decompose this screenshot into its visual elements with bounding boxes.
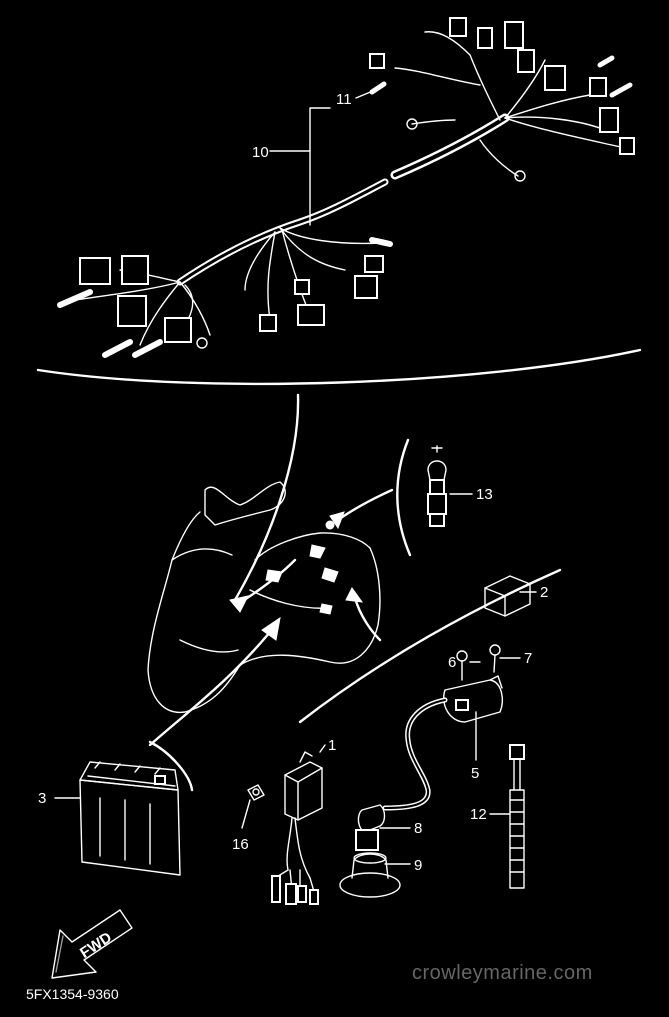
callout-2: 2 <box>540 584 548 601</box>
part-9-cover <box>339 852 401 898</box>
callout-5: 5 <box>471 765 479 782</box>
callout-12: 12 <box>470 806 487 823</box>
callout-11: 11 <box>336 91 352 108</box>
callout-13: 13 <box>476 486 493 503</box>
part-6-screw <box>456 650 468 681</box>
part-2-relay <box>484 575 531 617</box>
part-7-screw <box>489 644 501 673</box>
part-13-switch <box>427 445 447 527</box>
callout-8: 8 <box>414 820 422 837</box>
watermark: crowleymarine.com <box>412 962 593 984</box>
part-1-cdi <box>271 751 323 905</box>
part-8-plug-cap <box>355 804 386 851</box>
part-16-grommet <box>247 784 265 801</box>
wire-harness <box>57 17 635 358</box>
fwd-arrow <box>51 909 133 979</box>
callout-1: 1 <box>328 737 336 754</box>
diagram-code: 5FX1354-9360 <box>26 986 119 1002</box>
callout-6: 6 <box>448 654 456 671</box>
callout-3: 3 <box>38 790 46 807</box>
callout-9: 9 <box>414 857 422 874</box>
divider-upper <box>36 348 642 386</box>
leader-lines <box>54 87 537 865</box>
divider-switch <box>396 438 412 557</box>
fwd-label: FWD <box>77 929 115 962</box>
motorcycle-silhouette <box>147 481 381 714</box>
part-12-cable-tie <box>509 744 525 889</box>
divider-mid <box>233 393 300 602</box>
divider-battery <box>148 740 194 792</box>
pointer-arrows <box>148 488 394 747</box>
callout-16: 16 <box>232 836 249 853</box>
divider-right <box>298 568 562 724</box>
part-3-battery <box>79 761 181 876</box>
callout-7: 7 <box>524 650 532 667</box>
callout-10: 10 <box>252 144 269 161</box>
part-5-coil <box>382 675 503 811</box>
